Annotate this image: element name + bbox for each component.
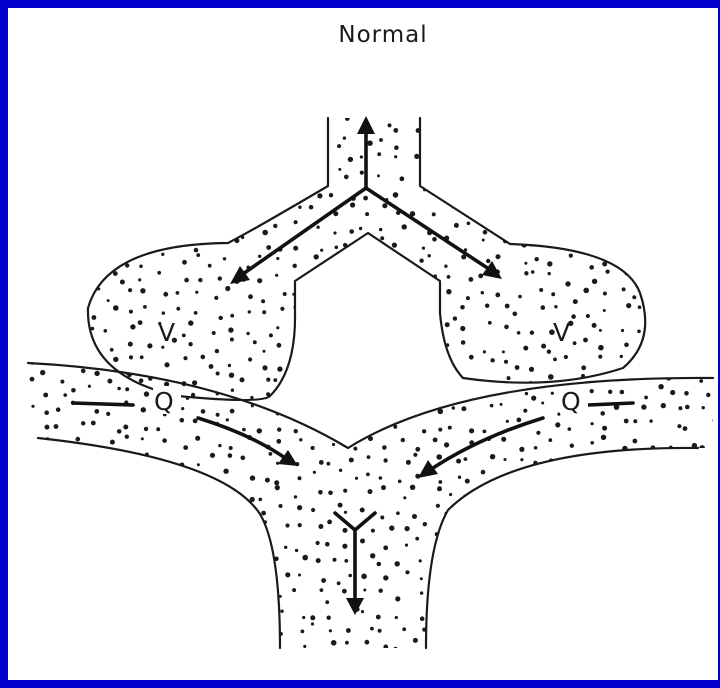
perfusion-arrows [198,418,543,615]
diagram-frame: Normal [8,8,718,680]
ventilation-label-left: V [158,318,175,347]
vessel-outline-left [38,438,280,648]
perfusion-label-left: Q [154,387,174,416]
ventilation-label-right: V [553,318,570,347]
perfusion-label-right: Q [561,387,581,416]
vessel-outline-right [426,448,698,648]
ventilation-perfusion-diagram: V V Q Q [8,8,718,680]
